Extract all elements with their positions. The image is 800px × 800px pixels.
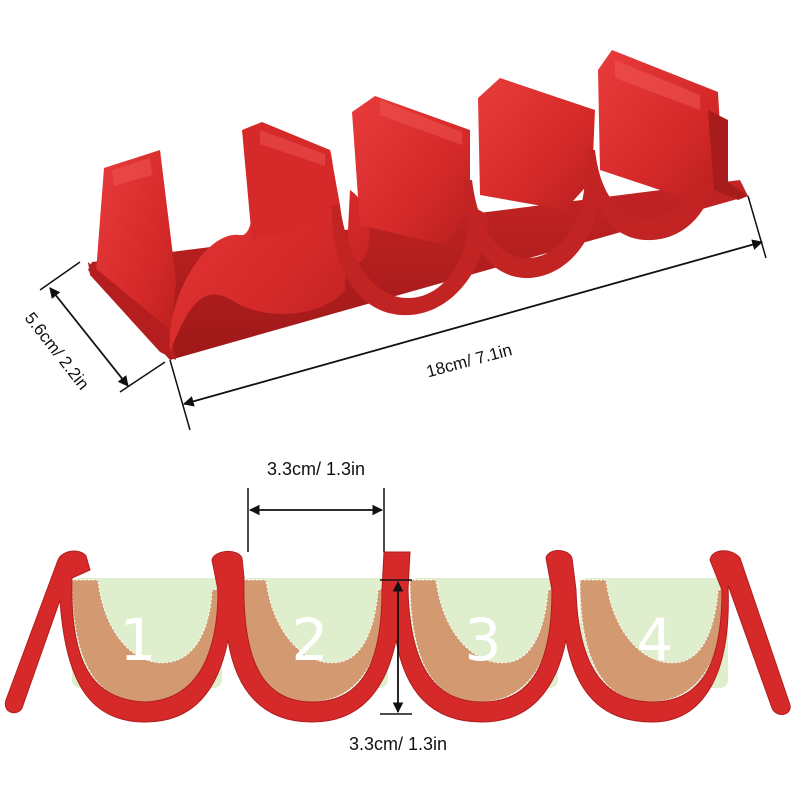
slot-width-label: 3.3cm/ 1.3in xyxy=(267,459,365,479)
holder-left-flap xyxy=(96,150,176,355)
holder-upright-2 xyxy=(242,122,340,240)
holder-wave-4 xyxy=(588,150,718,241)
slot-width-dimension: 3.3cm/ 1.3in xyxy=(247,459,385,552)
holder-3d-view xyxy=(88,50,748,360)
width-label: 5.6cm/ 2.2in xyxy=(21,309,93,394)
width-dimension-line xyxy=(49,287,129,387)
taco-filling-3 xyxy=(409,579,557,703)
holder-right-lip xyxy=(708,110,748,200)
length-dimension-line xyxy=(182,239,764,407)
length-label: 18cm/ 7.1in xyxy=(424,340,514,381)
slot-number-4: 4 xyxy=(637,606,674,674)
holder-upright-5 xyxy=(598,50,722,200)
slot-number-1: 1 xyxy=(120,606,157,674)
holder-upright-4 xyxy=(478,78,595,210)
slot-height-dimension: 3.3cm/ 1.3in xyxy=(349,579,447,754)
slot-height-label: 3.3cm/ 1.3in xyxy=(349,734,447,754)
slot-number-2: 2 xyxy=(292,606,329,674)
slot-number-3: 3 xyxy=(465,606,502,674)
holder-upright-3 xyxy=(352,96,470,245)
taco-filling-4 xyxy=(579,579,727,703)
